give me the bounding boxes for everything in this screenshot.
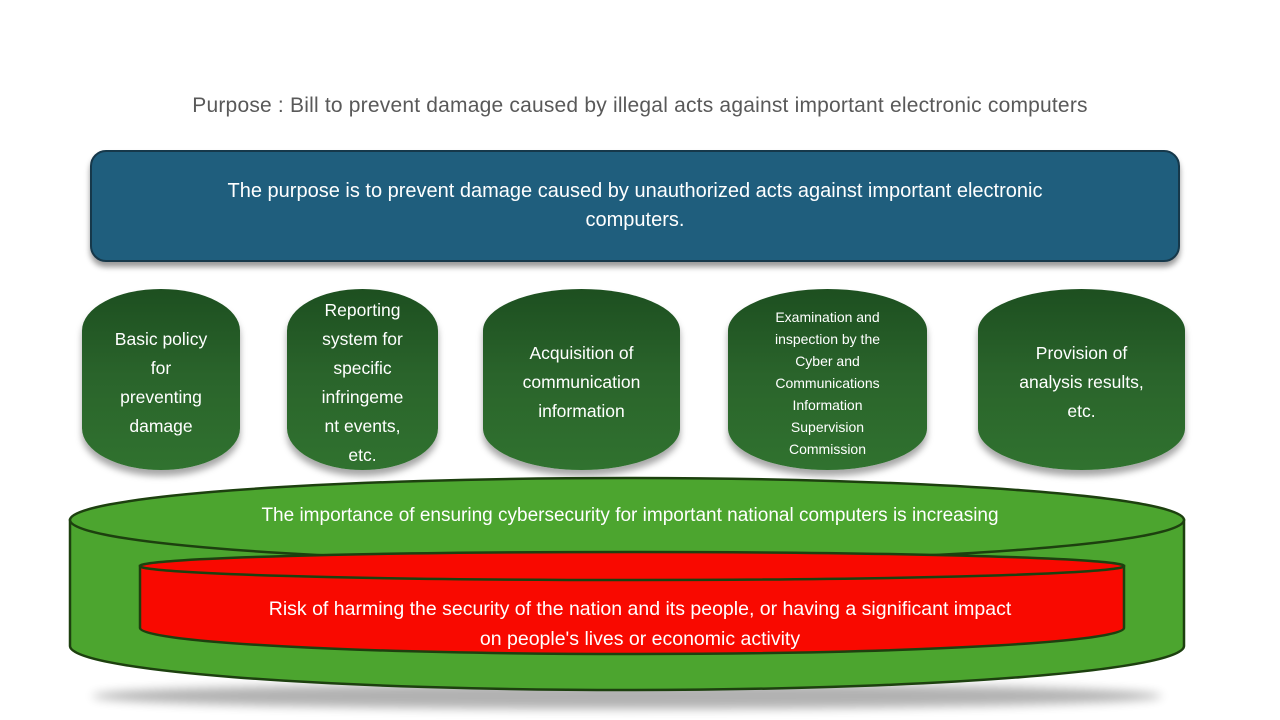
measure-label: Examination and inspection by the Cyber … [774, 308, 881, 457]
measure-label: Acquisition of communication information [522, 343, 641, 421]
risk-can-label: Risk of harming the security of the nati… [268, 598, 1012, 650]
measure-label: Provision of analysis results, etc. [1019, 343, 1144, 421]
slide-title: Purpose : Bill to prevent damage caused … [192, 94, 1088, 117]
cans-diagram-svg [68, 476, 1186, 709]
measure-cylinder-basic-policy: Basic policy for preventing damage [82, 289, 240, 470]
risk-can-top-ellipse [138, 550, 1126, 582]
measure-cylinder-reporting-system: Reporting system for specific infringeme… [287, 289, 438, 470]
green-can-shadow [92, 683, 1162, 709]
purpose-box: The purpose is to prevent damage caused … [90, 150, 1180, 262]
measure-cylinder-provision: Provision of analysis results, etc. [978, 289, 1185, 470]
measure-label: Reporting system for specific infringeme… [321, 299, 404, 465]
risk-can-body [138, 564, 1126, 656]
measure-cylinder-examination: Examination and inspection by the Cyber … [728, 289, 927, 470]
measure-label: Basic policy for preventing damage [114, 328, 208, 436]
measure-cylinder-acquisition: Acquisition of communication information [483, 289, 680, 470]
purpose-box-text: The purpose is to prevent damage caused … [227, 180, 1043, 231]
background-can-label: The importance of ensuring cybersecurity… [261, 505, 999, 526]
